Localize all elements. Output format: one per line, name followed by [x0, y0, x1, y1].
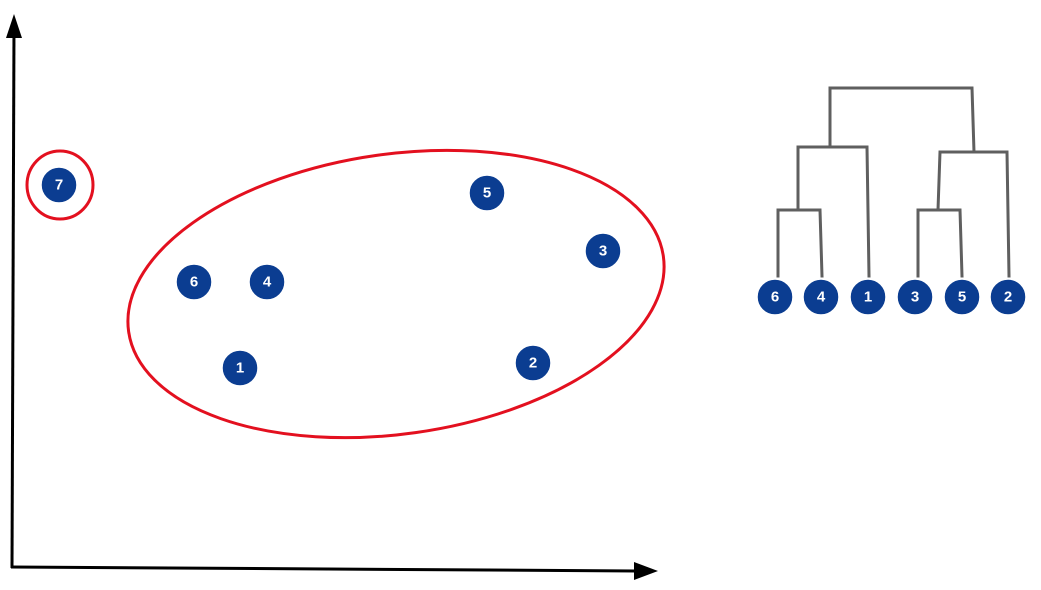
x-axis [10, 565, 641, 573]
dendrogram-leaf-label: 6 [771, 289, 779, 306]
scatter-point: 5 [468, 174, 506, 212]
scatter-point: 6 [175, 263, 213, 301]
scatter-points: 7 5 3 6 4 1 2 [40, 166, 622, 387]
dendrogram-leaf: 3 [896, 278, 934, 316]
dendrogram-leaf-label: 1 [864, 289, 872, 306]
scatter-point-label: 6 [190, 274, 198, 291]
scatter-point: 3 [584, 232, 622, 270]
dendrogram-link [776, 208, 824, 278]
dendrogram-leaf: 4 [802, 278, 840, 316]
dendrogram-leaf: 2 [989, 278, 1027, 316]
dendrogram-leaf-label: 2 [1004, 289, 1012, 306]
y-axis-arrow-icon [6, 14, 22, 38]
cluster-outlines [25, 148, 666, 440]
scatter-point: 1 [221, 349, 259, 387]
scatter-point: 7 [40, 166, 78, 204]
scatter-point-label: 3 [599, 243, 607, 260]
dendrogram-link [916, 208, 964, 278]
scatter-point: 2 [514, 344, 552, 382]
dendrogram [776, 86, 1011, 278]
dendrogram-leaf-label: 3 [911, 289, 919, 306]
dendrogram-link [828, 86, 976, 154]
dendrogram-leaf: 5 [943, 278, 981, 316]
dendrogram-leaf-label: 5 [958, 289, 966, 306]
y-axis [10, 25, 16, 569]
scatter-point-label: 4 [263, 274, 272, 291]
dendrogram-leaf: 6 [756, 278, 794, 316]
dendrogram-link [936, 150, 1011, 278]
scatter-point-label: 1 [236, 360, 244, 377]
scatter-point-label: 7 [55, 177, 63, 194]
dendrogram-link [796, 145, 871, 278]
main-cluster-outline [126, 148, 666, 440]
scatter-point-label: 2 [529, 355, 537, 372]
scatter-point: 4 [248, 263, 286, 301]
dendrogram-leaf-label: 4 [817, 289, 826, 306]
x-axis-arrow-icon [634, 562, 658, 580]
scatter-point-label: 5 [483, 185, 491, 202]
dendrogram-leaf: 1 [849, 278, 887, 316]
outlier-cluster-outline [25, 149, 95, 221]
dendrogram-leaves: 6 4 1 3 5 2 [756, 278, 1027, 316]
axes [6, 14, 658, 580]
